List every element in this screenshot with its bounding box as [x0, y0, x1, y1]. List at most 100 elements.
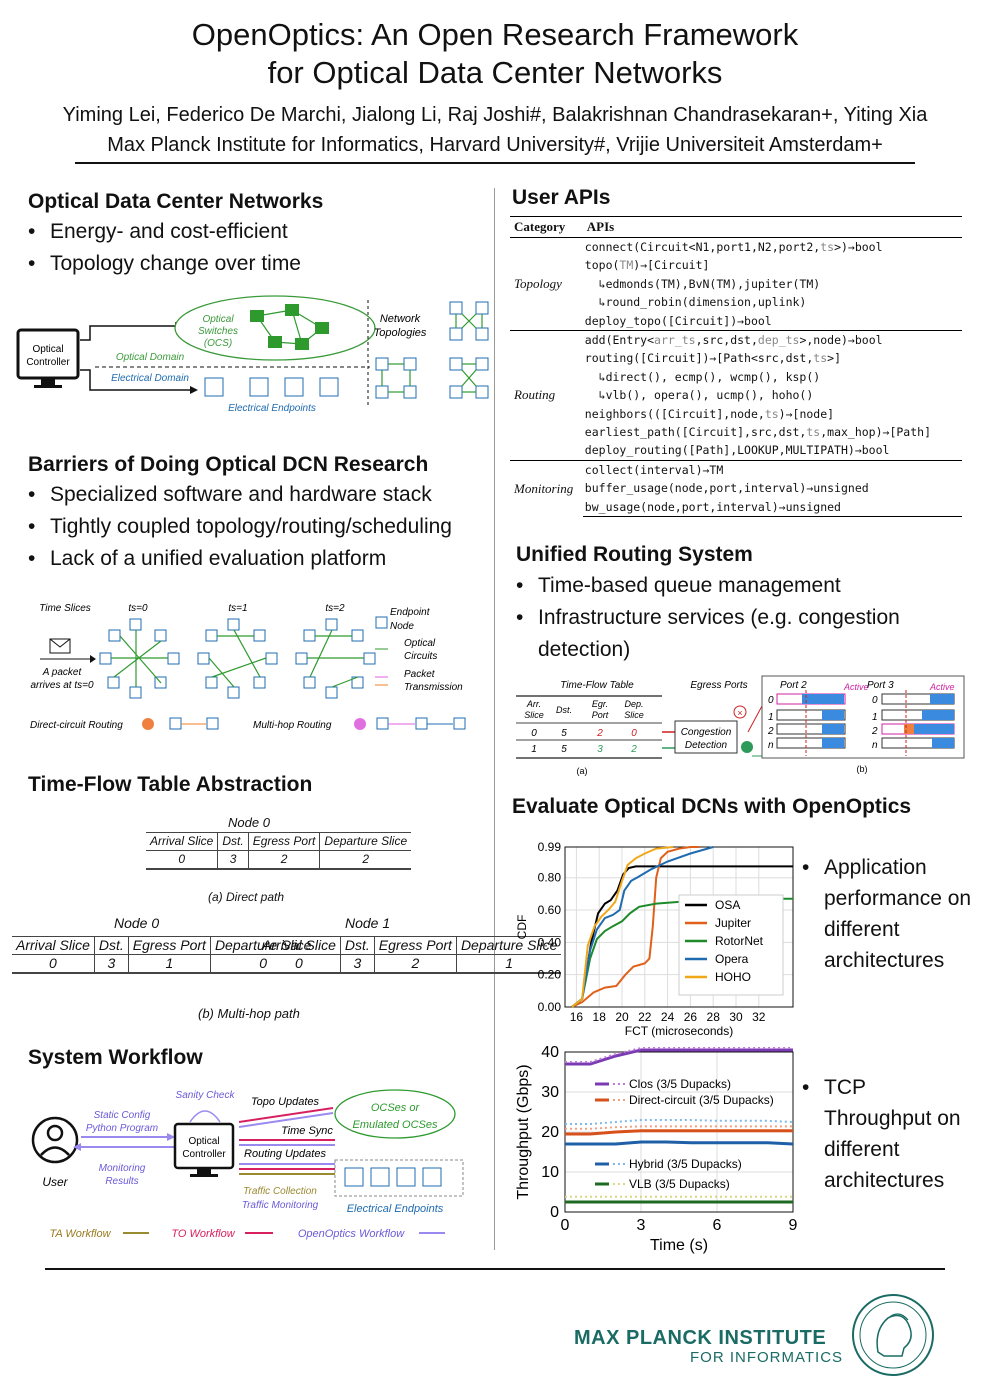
x-tick-label: 0 [561, 1217, 570, 1234]
urs-diagram: Time-Flow Table Arr.Slice Dst. Egr.Port … [516, 675, 965, 776]
y-axis-label: CDF [515, 915, 529, 940]
x-tick-label: 24 [661, 1010, 675, 1024]
bullet: Energy- and cost-efficient [28, 216, 301, 248]
odcn-bullets: Energy- and cost-efficient Topology chan… [28, 216, 301, 280]
th: Dst. [217, 832, 249, 851]
th: Arrival Slice [258, 936, 341, 955]
barriers-bullets: Specialized software and hardware stack … [28, 479, 452, 575]
node1-label-b: Node 1 [345, 915, 391, 931]
svg-text:Traffic Collection: Traffic Collection [243, 1186, 317, 1197]
x-tick-label: 22 [638, 1010, 652, 1024]
svg-text:Active: Active [929, 682, 955, 692]
section-heading-workflow: System Workflow [28, 1046, 203, 1069]
td: 2 [319, 850, 412, 870]
th: Egress Port [128, 936, 211, 955]
svg-text:3: 3 [597, 744, 603, 755]
svg-text:Results: Results [105, 1176, 138, 1187]
section-heading-urs: Unified Routing System [516, 543, 753, 566]
svg-text:2: 2 [596, 728, 603, 739]
svg-text:OpenOptics Workflow: OpenOptics Workflow [298, 1228, 405, 1240]
svg-text:TA Workflow: TA Workflow [49, 1228, 111, 1240]
svg-text:Endpoint: Endpoint [390, 607, 431, 618]
svg-text:TO Workflow: TO Workflow [171, 1228, 235, 1240]
svg-text:Port 3: Port 3 [867, 680, 894, 691]
bullet: Tightly coupled topology/routing/schedul… [28, 511, 452, 543]
td: 3 [217, 850, 249, 870]
cat-monitoring: Monitoring [510, 459, 583, 517]
svg-text:Detection: Detection [685, 740, 728, 751]
section-heading-apis: User APIs [512, 186, 611, 209]
td: 3 [340, 954, 375, 974]
section-heading-barriers: Barriers of Doing Optical DCN Research [28, 453, 429, 476]
y-tick-label: 30 [541, 1084, 559, 1101]
x-tick-label: 16 [570, 1010, 584, 1024]
svg-text:Traffic Monitoring: Traffic Monitoring [242, 1200, 319, 1211]
urs-tft-title: Time-Flow Table [560, 680, 634, 691]
user-icon [31, 1116, 79, 1164]
x-tick-label: 18 [593, 1010, 607, 1024]
bullet: Infrastructure services (e.g. congestion… [516, 602, 956, 666]
monitor-icon [16, 328, 80, 388]
cat-routing: Routing [510, 330, 583, 461]
eval-bullet-2: TCP Throughput on different architecture… [802, 1072, 972, 1196]
series-line [571, 846, 674, 1008]
legend-box [678, 894, 784, 996]
svg-text:A packet: A packet [42, 667, 83, 678]
series-line [565, 1129, 793, 1136]
td: 2 [374, 954, 457, 974]
endpoints-label: Electrical Endpoints [228, 403, 316, 414]
svg-text:User: User [42, 1175, 68, 1189]
multi-caption: (b) Multi-hop path [198, 1006, 300, 1021]
svg-text:1: 1 [531, 744, 537, 755]
plot-frame [564, 846, 794, 1008]
th: Arrival Slice [12, 936, 95, 955]
svg-text:(a): (a) [577, 766, 588, 776]
th: Egress Port [248, 832, 321, 851]
svg-text:2: 2 [630, 744, 637, 755]
svg-text:Node: Node [390, 621, 414, 632]
td: 0 [258, 954, 341, 974]
svg-text:Electrical Endpoints: Electrical Endpoints [347, 1203, 444, 1215]
svg-text:2: 2 [871, 726, 878, 737]
x-tick-label: 6 [713, 1217, 722, 1234]
bullet: TCP Throughput on different architecture… [802, 1072, 972, 1196]
svg-text:Python Program: Python Program [86, 1123, 158, 1134]
svg-text:Arr.: Arr. [526, 699, 541, 709]
svg-text:n: n [768, 740, 774, 751]
svg-text:ts=2: ts=2 [325, 603, 345, 614]
svg-text:n: n [872, 740, 878, 751]
x-tick-label: 30 [729, 1010, 743, 1024]
svg-text:5: 5 [561, 728, 567, 739]
cat-topology: Topology [514, 276, 562, 292]
ocs-cloud [174, 295, 376, 361]
x-tick-label: 20 [615, 1010, 629, 1024]
svg-text:Port: Port [592, 710, 609, 720]
svg-text:Congestion: Congestion [681, 727, 732, 738]
svg-text:ts=1: ts=1 [228, 603, 247, 614]
controller-label-1: Optical [32, 344, 63, 355]
th: Departure Slice [456, 936, 562, 955]
svg-text:Sanity Check: Sanity Check [176, 1090, 236, 1101]
bullet: Time-based queue management [516, 570, 956, 602]
svg-text:Topo Updates: Topo Updates [251, 1096, 320, 1108]
col-category: Category [510, 216, 583, 238]
svg-text:Topologies: Topologies [374, 327, 427, 339]
svg-text:Port 2: Port 2 [780, 680, 807, 691]
header-rule [75, 162, 915, 164]
y-tick-label: 0.00 [538, 1000, 562, 1014]
td: 0 [146, 850, 219, 870]
legend-label: Direct-circuit (3/5 Dupacks) [629, 1093, 774, 1107]
svg-text:0: 0 [531, 728, 537, 739]
legend-label: RotorNet [715, 934, 764, 948]
footer-rule [45, 1268, 945, 1270]
series-line [565, 1119, 794, 1125]
eval-bullet-1: Application performance on different arc… [802, 852, 972, 976]
bullet: Application performance on different arc… [802, 852, 972, 976]
svg-text:arrives at ts=0: arrives at ts=0 [30, 680, 94, 691]
x-tick-label: 28 [707, 1010, 721, 1024]
svg-text:0: 0 [768, 695, 774, 706]
svg-text:Dst.: Dst. [556, 705, 572, 715]
svg-text:Circuits: Circuits [404, 651, 437, 662]
svg-text:Optical: Optical [188, 1136, 219, 1147]
